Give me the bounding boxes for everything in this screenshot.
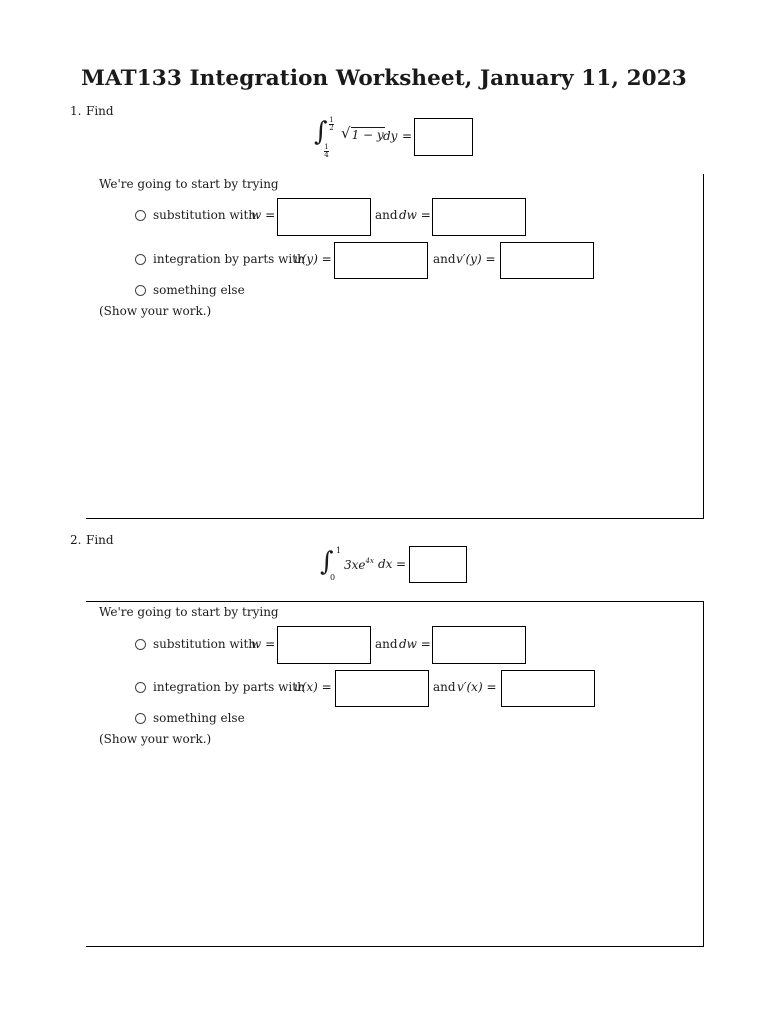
substitution-label: substitution with xyxy=(153,208,257,222)
u-input[interactable] xyxy=(335,670,429,707)
integration-by-parts-radio[interactable] xyxy=(135,682,146,693)
v-prime-equals: v′(x) = xyxy=(457,680,497,694)
v-prime-input[interactable] xyxy=(501,670,595,707)
something-else-radio[interactable] xyxy=(135,713,146,724)
problem-2-prompt: We're going to start by trying xyxy=(99,605,279,619)
problem-1-work-area[interactable] xyxy=(99,325,699,515)
problem-2-work-area[interactable] xyxy=(99,753,699,943)
problem-2-find-label: Find xyxy=(86,533,114,547)
work-area-right-border xyxy=(703,601,704,947)
integral-sign: ∫ xyxy=(320,547,334,577)
lower-limit: 0 xyxy=(330,573,336,582)
v-prime-input[interactable] xyxy=(500,242,594,279)
square-root: √1 − y xyxy=(341,124,385,142)
substitution-radio[interactable] xyxy=(135,210,146,221)
dw-input[interactable] xyxy=(432,198,526,236)
w-input[interactable] xyxy=(277,198,371,236)
something-else-label: something else xyxy=(153,283,245,297)
show-work-note: (Show your work.) xyxy=(99,304,212,318)
substitution-radio[interactable] xyxy=(135,639,146,650)
problem-2-answer-input[interactable] xyxy=(409,546,467,583)
w-equals: w = xyxy=(251,208,276,222)
and-label: and xyxy=(433,252,456,266)
and-label: and xyxy=(375,208,398,222)
integrand: 3xe4x xyxy=(344,557,374,572)
work-area-right-border xyxy=(703,174,704,519)
u-equals: u(y) = xyxy=(294,252,332,266)
w-equals: w = xyxy=(251,637,276,651)
problem-1-number: 1. xyxy=(70,104,82,118)
exponent: 4x xyxy=(365,557,374,565)
problem-2-integral: ∫ 1 0 3xe4x dx = xyxy=(320,546,410,586)
something-else-label: something else xyxy=(153,711,245,725)
substitution-label: substitution with xyxy=(153,637,257,651)
problem-2-number: 2. xyxy=(70,533,82,547)
equals-sign: = xyxy=(396,557,407,571)
work-area-bottom-border xyxy=(86,946,704,947)
page-title: MAT133 Integration Worksheet, January 11… xyxy=(81,66,687,91)
u-equals: u(x) = xyxy=(294,680,332,694)
integral-sign: ∫ xyxy=(314,117,328,147)
integration-by-parts-label: integration by parts with xyxy=(153,252,305,266)
v-prime-equals: v′(y) = xyxy=(456,252,496,266)
differential: dy xyxy=(383,129,398,143)
work-area-bottom-border xyxy=(86,518,704,519)
u-input[interactable] xyxy=(334,242,428,279)
dw-equals: dw = xyxy=(399,208,431,222)
differential: dx xyxy=(378,557,393,571)
upper-limit: 1 xyxy=(336,546,342,555)
and-label: and xyxy=(375,637,398,651)
equals-sign: = xyxy=(402,129,413,143)
problem-1-answer-input[interactable] xyxy=(414,118,473,156)
integration-by-parts-label: integration by parts with xyxy=(153,680,305,694)
something-else-radio[interactable] xyxy=(135,285,146,296)
integration-by-parts-radio[interactable] xyxy=(135,254,146,265)
problem-1-prompt: We're going to start by trying xyxy=(99,177,279,191)
dw-input[interactable] xyxy=(432,626,526,664)
show-work-note: (Show your work.) xyxy=(99,732,212,746)
dw-equals: dw = xyxy=(399,637,431,651)
problem-1-find-label: Find xyxy=(86,104,114,118)
w-input[interactable] xyxy=(277,626,371,664)
and-label: and xyxy=(433,680,456,694)
work-area-top-border xyxy=(86,601,704,602)
